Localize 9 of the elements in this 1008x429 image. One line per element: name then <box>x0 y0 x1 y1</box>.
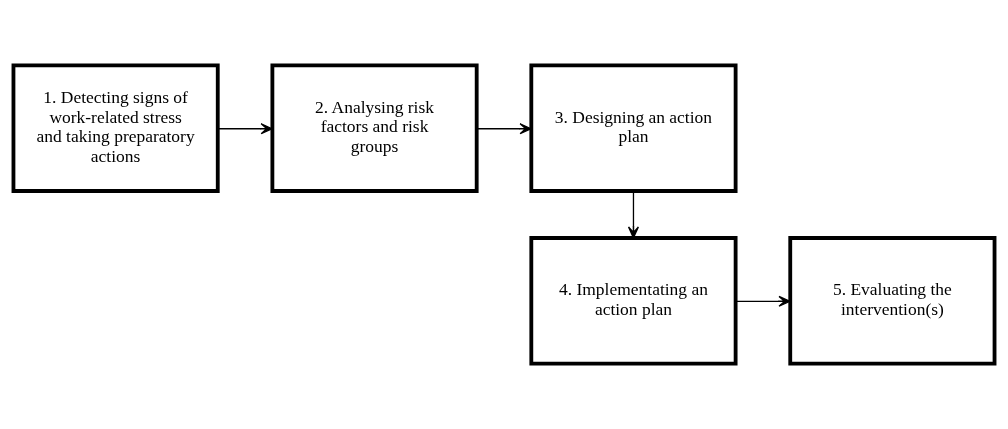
node-box: 4. Implementating an action plan <box>529 236 738 366</box>
node-box: 2. Analysing risk factors and risk groups <box>270 63 479 193</box>
arrow <box>735 295 791 307</box>
arrow <box>217 123 273 135</box>
arrow <box>627 190 640 239</box>
node-box: 1. Detecting signs of work-related stress and taking preparatory actions <box>11 63 220 193</box>
node-box: 3. Designing an action plan <box>529 63 738 193</box>
arrow <box>476 123 532 135</box>
node-box: 5. Evaluating the intervention(s) <box>788 236 997 366</box>
